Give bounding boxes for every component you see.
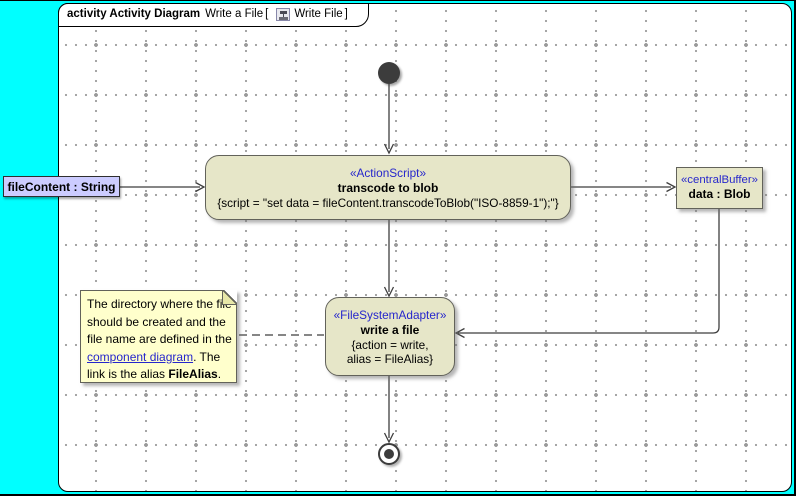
stereotype-filesystemadapter: «FileSystemAdapter» — [333, 307, 447, 322]
stereotype-actionscript: «ActionScript» — [349, 165, 427, 180]
note-file-directory[interactable]: The directory where the file should be c… — [80, 290, 237, 383]
central-buffer-data-blob[interactable]: «centralBuffer» data : Blob — [676, 167, 763, 209]
frame-title-keyword: activity Activity Diagram — [67, 8, 201, 20]
note-line: link is the alias FileAlias. — [87, 367, 222, 381]
frame-title-close-bracket: ] — [344, 8, 348, 20]
note-line: should be created and the — [87, 314, 226, 329]
edge-transcode-to-writefile[interactable] — [383, 220, 395, 298]
frame-title-open-bracket: [ — [265, 8, 269, 20]
edge-buffer-to-writefile[interactable] — [454, 209, 720, 339]
buffer-name: data : Blob — [688, 187, 751, 201]
edge-initial-to-transcode[interactable] — [383, 84, 395, 155]
note-line: component diagram. The — [87, 349, 221, 364]
action-constraint-line2: alias = FileAlias} — [346, 351, 434, 366]
activity-final-node[interactable] — [378, 443, 400, 465]
stereotype-centralbuffer: «centralBuffer» — [680, 174, 759, 186]
note-line: file name are defined in the — [87, 332, 232, 346]
edge-pin-to-transcode[interactable] — [120, 181, 206, 193]
action-constraint-line1: {action = write, — [351, 337, 429, 352]
note-fold-corner-icon — [222, 290, 237, 305]
action-name: transcode to blob — [337, 180, 439, 195]
frame-title-ref: Write File — [294, 8, 343, 20]
action-write-a-file[interactable]: «FileSystemAdapter» write a file {action… — [325, 297, 455, 376]
note-line: The directory where the file — [87, 297, 232, 311]
edge-transcode-to-buffer[interactable] — [571, 181, 677, 193]
frame-title-name: Write a File — [205, 8, 264, 20]
action-transcode-to-blob[interactable]: «ActionScript» transcode to blob {script… — [205, 155, 571, 220]
component-diagram-link[interactable]: component diagram — [87, 349, 194, 364]
activity-frame — [58, 3, 792, 492]
action-script-constraint: {script = "set data = fileContent.transc… — [217, 195, 559, 210]
initial-node[interactable] — [378, 62, 400, 84]
action-name: write a file — [360, 322, 420, 337]
frame-title: activity Activity Diagram Write a File [… — [58, 3, 369, 27]
final-node-inner-dot — [384, 449, 394, 459]
activity-diagram-icon — [276, 7, 291, 21]
filealias-text: FileAlias — [168, 367, 218, 381]
activity-parameter-filecontent[interactable]: fileContent : String — [3, 176, 120, 197]
edge-writefile-to-final[interactable] — [383, 376, 395, 444]
